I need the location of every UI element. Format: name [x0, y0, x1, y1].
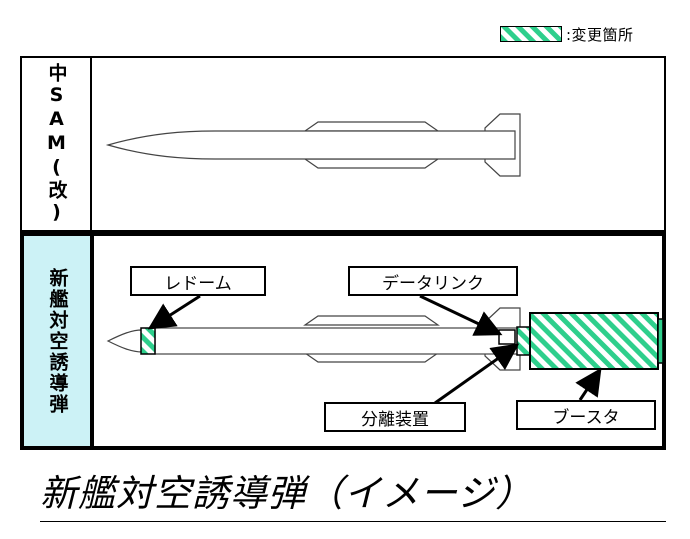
row-chu-sam-kai: 中SAM(改)	[20, 56, 666, 232]
missile-wing-bottom	[303, 158, 440, 169]
arrow-radome	[147, 294, 201, 330]
callout-booster: ブースタ	[516, 400, 656, 430]
legend-hatch-swatch	[500, 26, 562, 42]
legend-label: :変更箇所	[566, 25, 634, 44]
missile-body-bottom	[154, 327, 531, 355]
missile-chu-sam-kai	[105, 113, 521, 177]
row-new-missile: 新艦対空誘導弾	[20, 232, 666, 450]
missile-nose-cone	[106, 329, 143, 353]
row-label-cell: 中SAM(改)	[22, 58, 92, 230]
callout-radome: レドーム	[130, 266, 266, 296]
arrow-datalink	[419, 294, 503, 336]
row-label-cell: 新艦対空誘導弾	[24, 236, 94, 446]
missile-wing-top	[303, 315, 440, 326]
arrow-booster	[575, 367, 602, 401]
datalink-section	[498, 329, 516, 345]
booster-hatch	[529, 312, 659, 370]
callout-datalink: データリンク	[348, 266, 518, 296]
callout-separation: 分離装置	[324, 402, 466, 432]
row-label-new-missile: 新艦対空誘導弾	[46, 267, 69, 415]
row-label-chu-sam-kai: 中SAM(改)	[45, 63, 68, 225]
radome-hatch	[140, 327, 156, 355]
arrow-separation	[434, 343, 520, 405]
missile-wing-top	[303, 121, 440, 132]
separation-device	[516, 326, 531, 356]
booster-nozzle	[657, 318, 664, 364]
missile-body-top	[105, 130, 516, 160]
legend: :変更箇所	[500, 24, 634, 44]
caption-title: 新艦対空誘導弾（イメージ）	[40, 470, 666, 522]
